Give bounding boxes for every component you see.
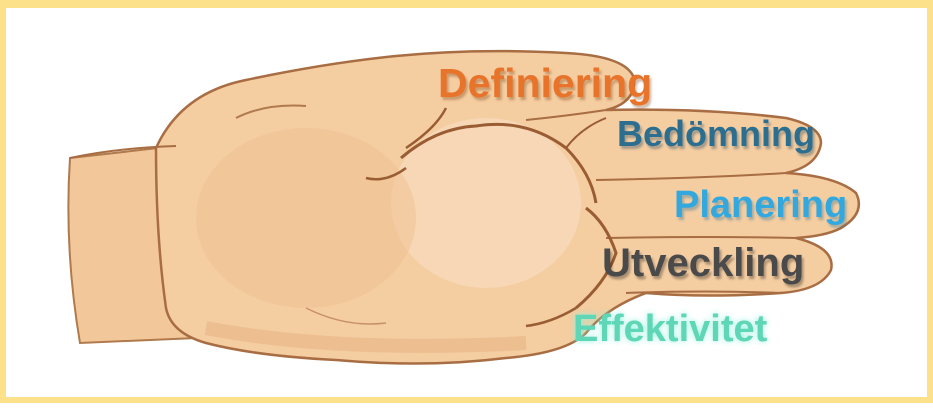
label-effektivitet: Effektivitet — [573, 310, 767, 348]
label-utveckling: Utveckling — [602, 243, 804, 283]
label-bedomning: Bedömning — [617, 116, 815, 152]
label-definiering: Definiering — [438, 63, 652, 104]
label-planering: Planering — [674, 186, 847, 224]
